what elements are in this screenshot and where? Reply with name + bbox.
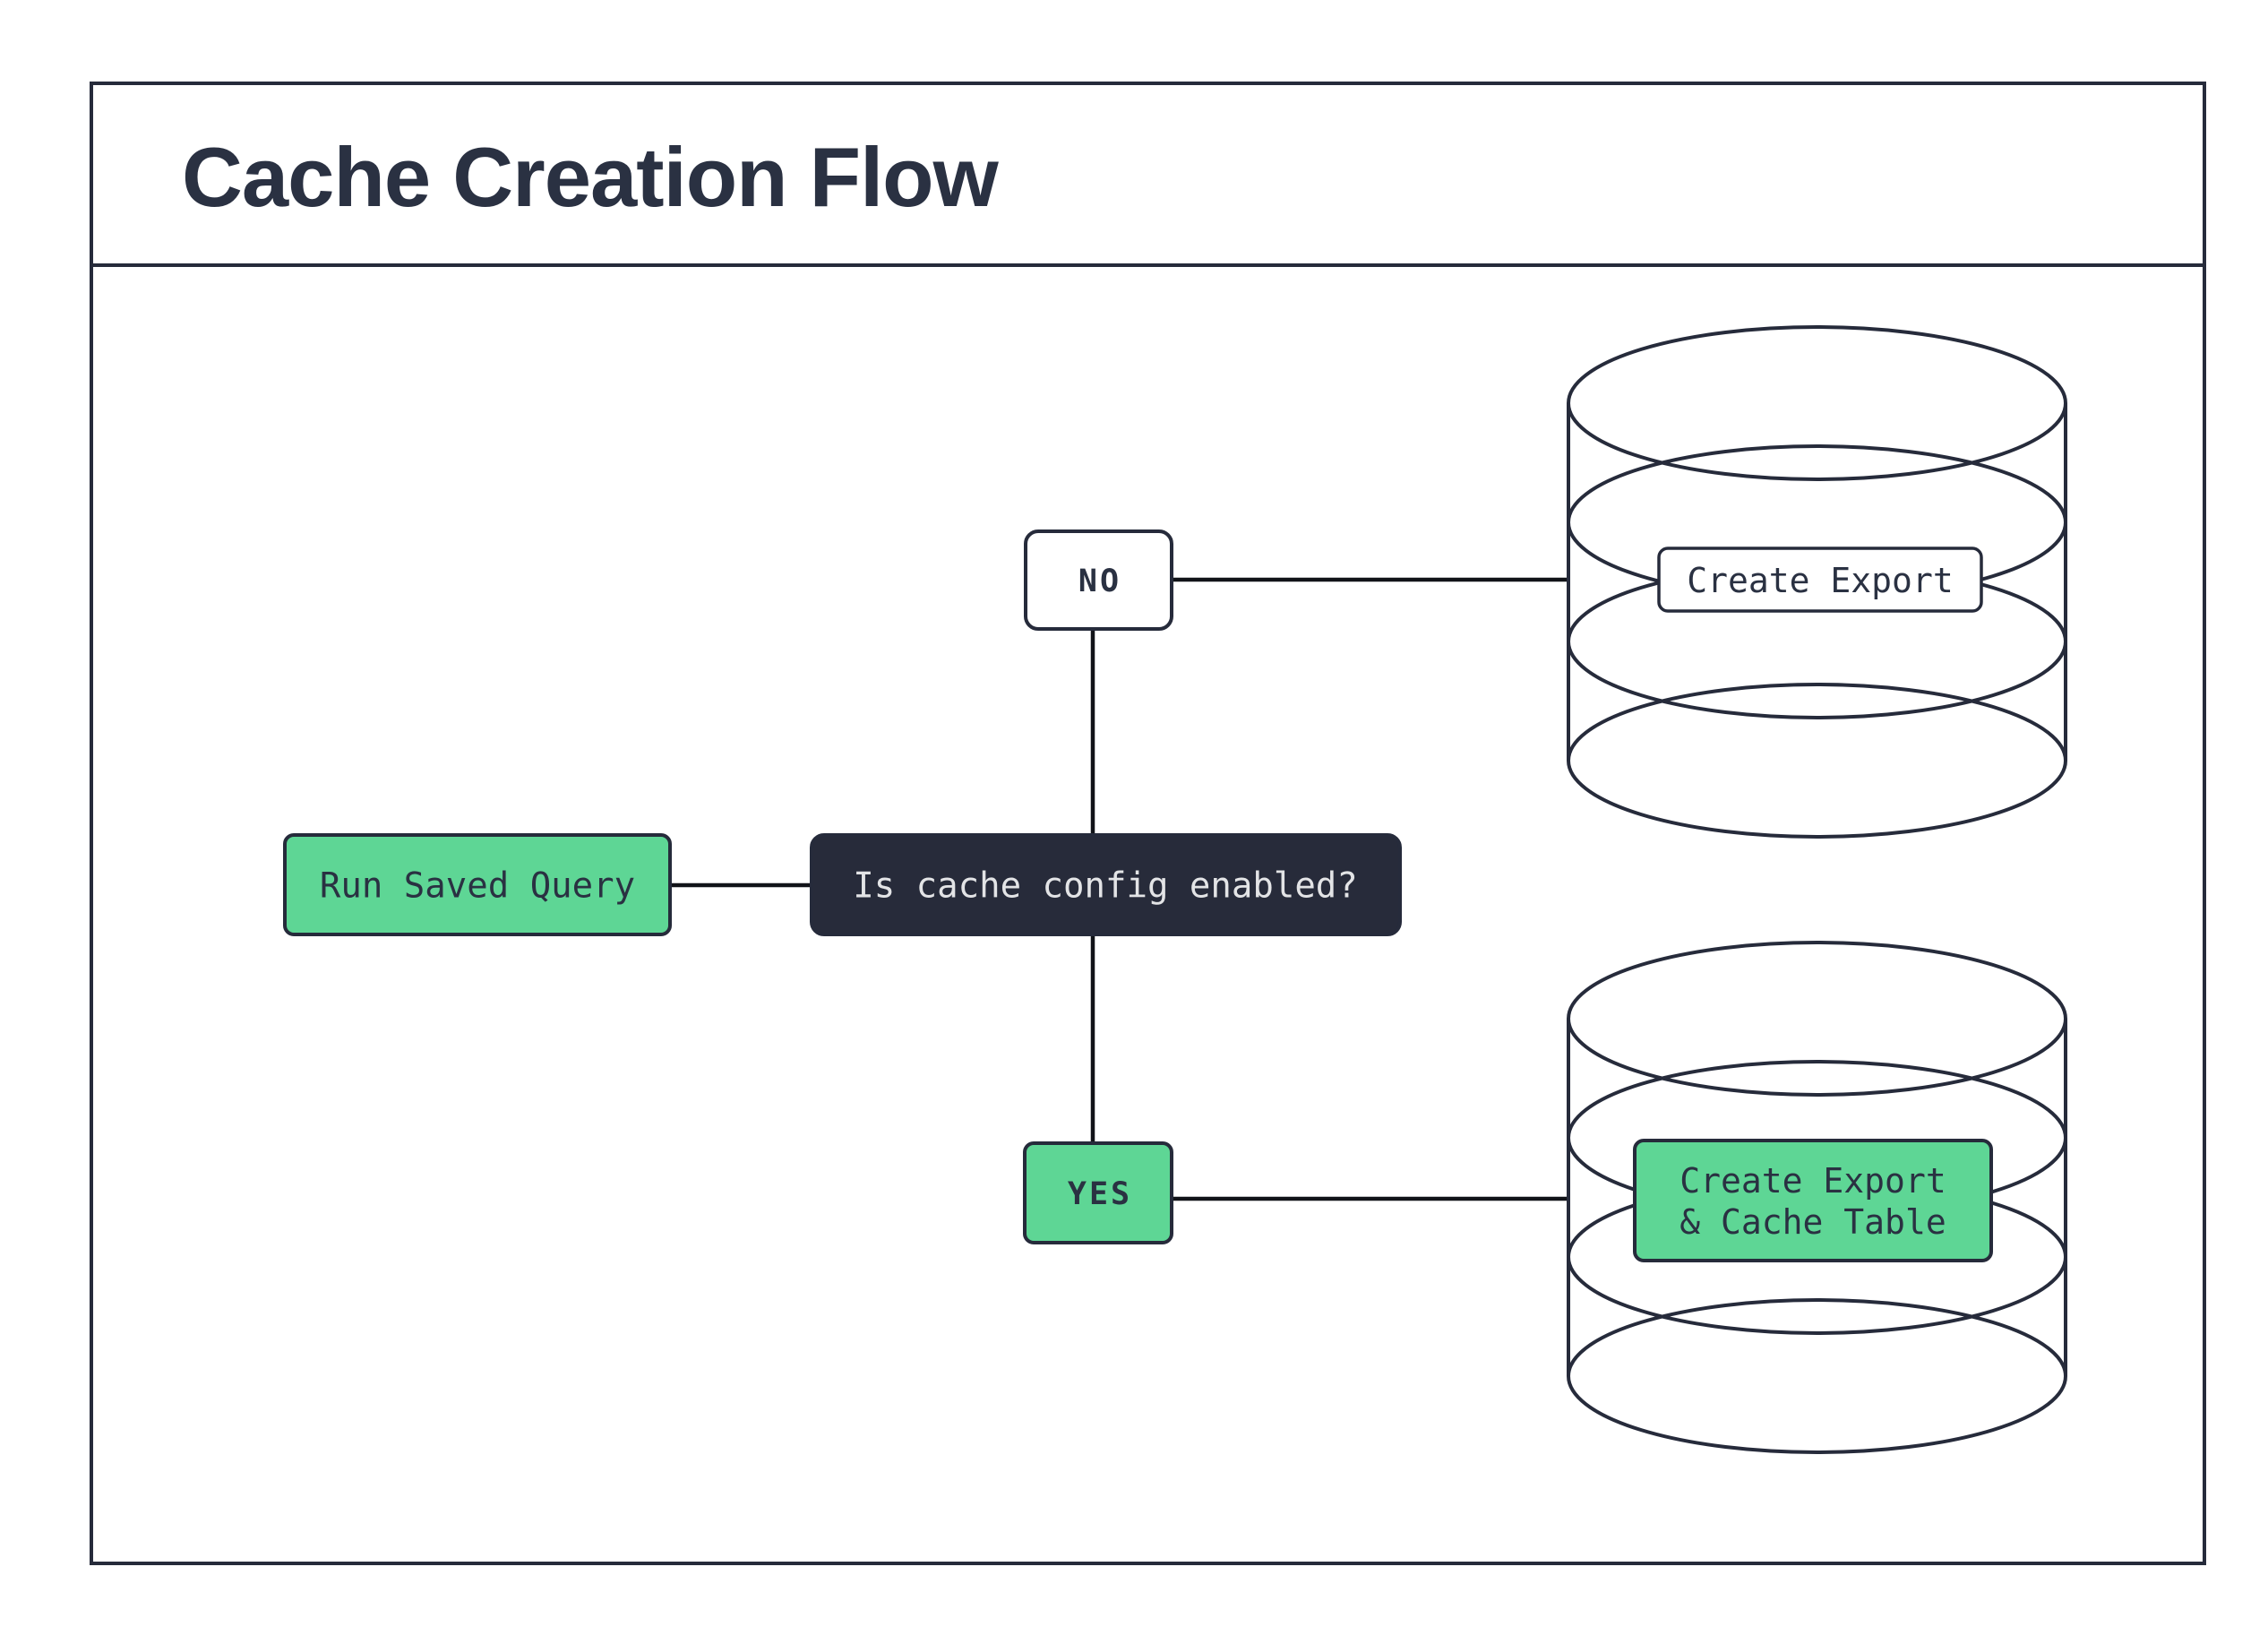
create-export-label-node: Create Export [1657, 547, 1983, 613]
cylinder-disk [1567, 941, 2067, 1097]
no-branch-label: NO [1078, 564, 1121, 599]
create-export-cache-label-line2: & Cache Table [1680, 1202, 1946, 1242]
cylinder-disk [1567, 325, 2067, 481]
create-export-box [1657, 547, 1983, 613]
decision-node-label: Is cache config enabled? [853, 866, 1358, 907]
start-node: Run Saved Query [283, 833, 672, 936]
cylinder-disk [1567, 1298, 2067, 1454]
no-branch-node: NO [1024, 529, 1173, 631]
database-cylinder-top [1567, 325, 2067, 839]
decision-node: Is cache config enabled? [810, 833, 1402, 936]
start-node-box [283, 833, 672, 936]
yes-branch-box [1023, 1141, 1173, 1244]
start-node-label: Run Saved Query [320, 866, 635, 907]
page-title: Cache Creation Flow [182, 130, 1000, 224]
database-cylinder-bottom [1567, 941, 2067, 1454]
cylinder-disk [1567, 683, 2067, 839]
yes-branch-label: YES [1068, 1176, 1132, 1212]
connectors [670, 577, 1568, 1201]
outer-frame [90, 82, 2206, 1565]
no-branch-box [1024, 529, 1173, 631]
decision-node-box [810, 833, 1402, 936]
yes-branch-node: YES [1023, 1141, 1173, 1244]
create-export-cache-label-node: Create Export & Cache Table [1633, 1139, 1993, 1262]
create-export-cache-label-line1: Create Export [1680, 1161, 1946, 1201]
create-export-cache-box [1633, 1139, 1993, 1262]
create-export-label: Create Export [1687, 561, 1953, 600]
